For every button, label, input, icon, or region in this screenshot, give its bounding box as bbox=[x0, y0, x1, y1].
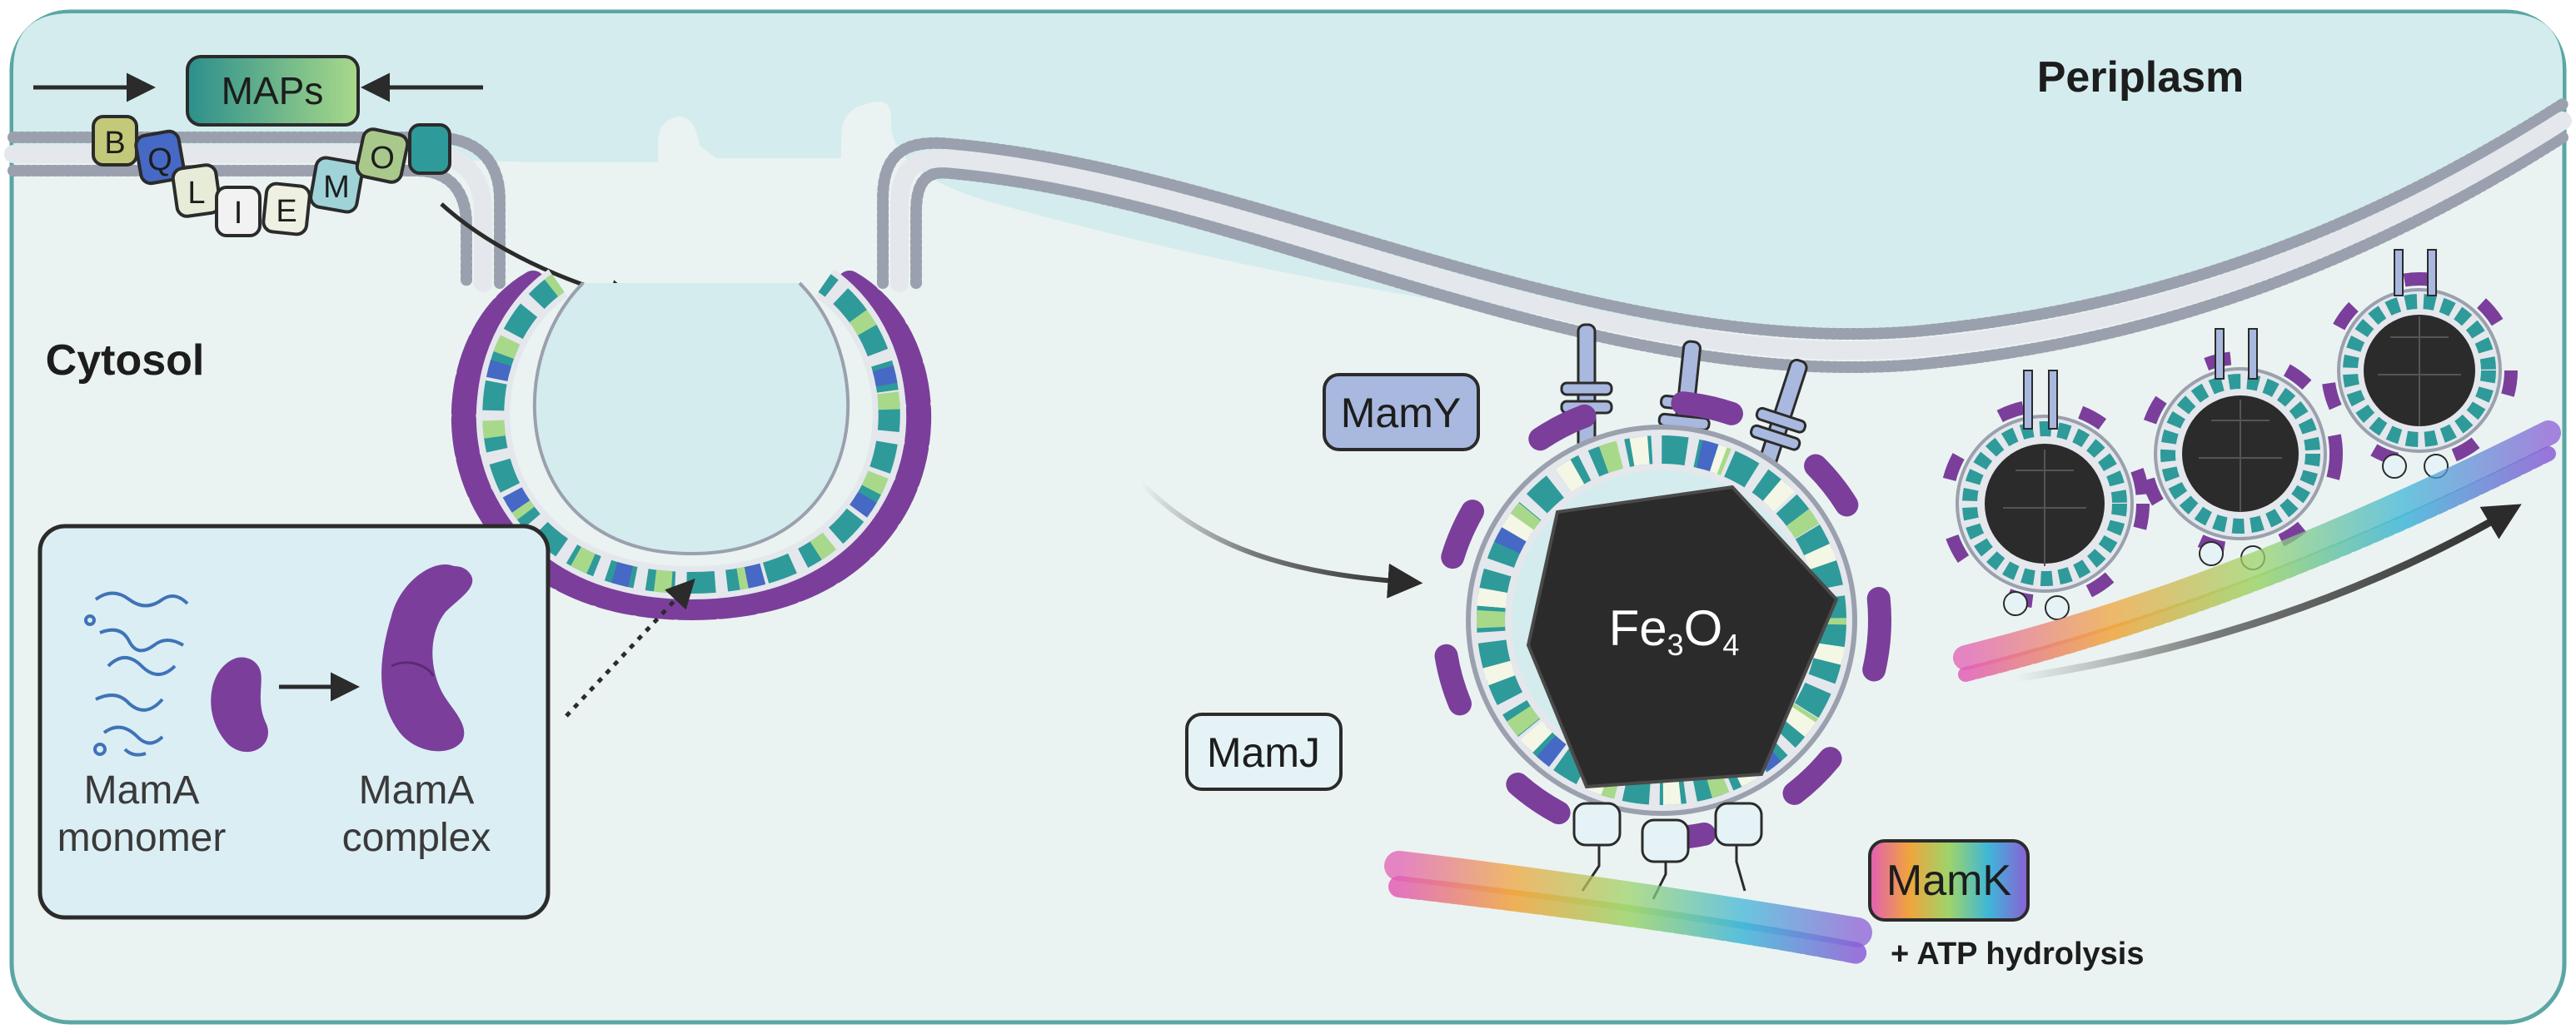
periplasm-label: Periplasm bbox=[2037, 53, 2245, 102]
mama-monomer-shape bbox=[211, 657, 268, 753]
mama-complex-label-line2: complex bbox=[342, 816, 491, 860]
map-l-label: L bbox=[187, 176, 205, 211]
chain-magnetosome bbox=[1940, 370, 2150, 620]
mamy-label: MamY bbox=[1341, 390, 1461, 436]
main-magnetosome: Fe3O4 bbox=[1432, 323, 1891, 900]
chain-magnetosome bbox=[2321, 249, 2518, 479]
cytosol-label: Cytosol bbox=[46, 336, 205, 385]
mama-monomer-label-line1: MamA bbox=[84, 768, 200, 813]
maps-label-box bbox=[186, 55, 360, 127]
mama-monomer-label-line2: monomer bbox=[57, 816, 227, 860]
mama-monomer-structure-icon bbox=[84, 591, 189, 757]
map-q-label: Q bbox=[147, 142, 172, 177]
map-e-label: E bbox=[276, 194, 296, 229]
map-unlabeled-box bbox=[408, 123, 451, 175]
mama-inset: MamA monomer MamA complex bbox=[37, 524, 551, 920]
vesicle-to-magnetosome-arrow bbox=[1139, 480, 1423, 599]
map-o-label: O bbox=[370, 141, 395, 176]
maps-cluster: MAPs B Q L I E M O bbox=[33, 55, 483, 237]
map-e-box bbox=[262, 181, 311, 236]
map-o-box bbox=[355, 127, 410, 184]
map-l-box bbox=[171, 163, 222, 218]
atp-hydrolysis-label: + ATP hydrolysis bbox=[1891, 937, 2144, 972]
mama-recruitment-arrow bbox=[565, 578, 695, 718]
mamj-label-box bbox=[1185, 713, 1343, 791]
chain-magnetosome bbox=[2138, 328, 2343, 570]
maps-label: MAPs bbox=[222, 69, 324, 112]
map-b-label: B bbox=[104, 126, 125, 161]
periplasm-region bbox=[13, 13, 2563, 333]
chain-mamk-filament-strand bbox=[1958, 446, 2556, 682]
mamk-filament bbox=[1384, 851, 1872, 964]
mama-complex-label-line1: MamA bbox=[359, 768, 475, 813]
map-q-box bbox=[134, 129, 186, 186]
map-m-box bbox=[309, 156, 364, 214]
mamy-label-box bbox=[1323, 373, 1480, 451]
map-m-label: M bbox=[323, 170, 350, 205]
magnetosome-chain bbox=[1940, 249, 2561, 683]
mamj-linkers bbox=[1572, 802, 1763, 900]
mama-complex-shape bbox=[381, 564, 473, 752]
mamk-label: MamK bbox=[1886, 857, 2012, 905]
chain-mamk-filament bbox=[1953, 420, 2561, 670]
map-i-box bbox=[215, 186, 262, 237]
magnetite-crystal bbox=[1526, 485, 1839, 789]
chain-movement-arrow bbox=[2015, 504, 2522, 683]
mamk-label-box bbox=[1868, 839, 2030, 922]
mamj-label: MamJ bbox=[1207, 729, 1320, 776]
magnetite-formula: Fe3O4 bbox=[1609, 600, 1740, 662]
map-i-label: I bbox=[234, 196, 243, 231]
